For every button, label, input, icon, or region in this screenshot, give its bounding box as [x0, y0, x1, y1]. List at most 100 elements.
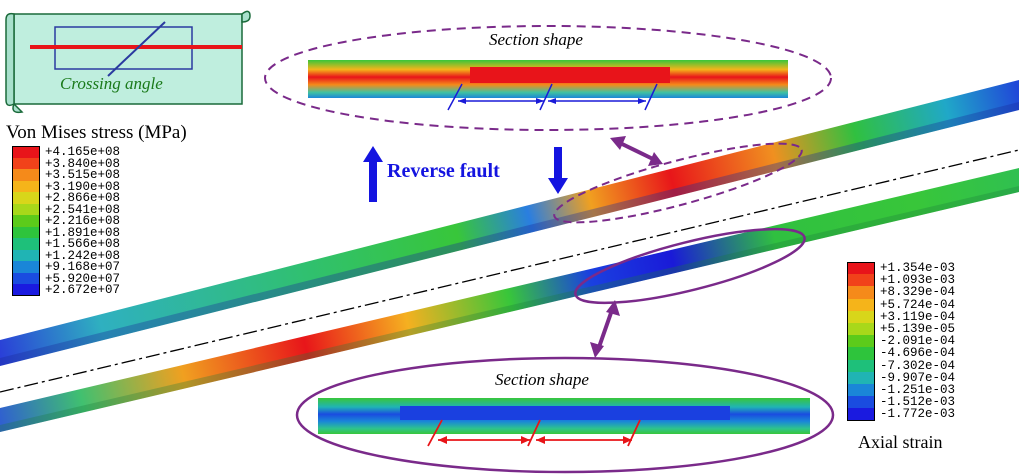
strain-legend-swatch [847, 359, 875, 372]
stress-legend-title: Von Mises stress (MPa) [6, 122, 187, 143]
fault-up-arrow-shaft [369, 160, 377, 202]
strain-legend-swatch [847, 408, 875, 421]
upper-connector-head [648, 152, 663, 166]
lower-connector-arrow [596, 309, 614, 351]
reverse-fault-label: Reverse fault [387, 160, 500, 182]
strain-legend-swatch [847, 396, 875, 409]
bottom-section-arrowhead [536, 436, 545, 444]
top-section-arrowhead [638, 98, 646, 104]
stress-legend-label: +1.566e+08 [45, 237, 121, 251]
bottom-section-title: Section shape [495, 370, 589, 389]
crossing-angle-inset [5, 10, 251, 114]
top-section-arrowhead [536, 98, 544, 104]
strain-legend-label: +3.119e-04 [880, 309, 956, 324]
scroll-right-roll [241, 10, 251, 23]
stress-legend-swatch [12, 284, 40, 296]
stress-legend-row: +5.920e+07 [12, 271, 121, 286]
lower-pipe-shade [0, 186, 1019, 432]
stress-legend-swatch [12, 261, 40, 273]
stress-legend-label: +3.515e+08 [45, 168, 121, 182]
strain-legend-row: +1.354e-03 [847, 262, 955, 274]
strain-legend-swatch [847, 335, 875, 348]
strain-legend-label: -1.251e-03 [880, 383, 956, 398]
strain-legend-row: +3.119e-04 [847, 311, 955, 323]
fault-up-arrow-head [363, 146, 383, 162]
scroll-bottom-curl [12, 103, 24, 114]
fault-down-arrow-head [548, 178, 568, 194]
top-section-arrowhead [458, 98, 466, 104]
strain-legend-row: -1.251e-03 [847, 384, 955, 396]
stress-legend-label: +5.920e+07 [45, 271, 121, 286]
stress-legend-label: +2.866e+08 [45, 191, 121, 205]
stress-legend-label: +2.216e+08 [45, 214, 121, 228]
stress-legend-swatch [12, 226, 40, 239]
strain-legend-row: +8.329e-04 [847, 285, 956, 300]
strain-legend-label: -7.302e-04 [880, 358, 956, 373]
fault-down-arrow-shaft [554, 147, 562, 181]
strain-legend-label: -4.696e-04 [880, 346, 956, 361]
strain-legend-label: -2.091e-04 [880, 334, 956, 349]
strain-legend-label: -1.512e-03 [880, 395, 956, 410]
stress-legend-row: +1.242e+08 [12, 249, 120, 262]
lower-connector-head [590, 342, 604, 358]
crossing-angle-label: Crossing angle [60, 74, 163, 93]
strain-legend-row: -9.907e-04 [847, 372, 955, 384]
stress-legend-row: +3.515e+08 [12, 169, 120, 181]
stress-legend-swatch [12, 169, 40, 181]
stress-legend-row: +3.840e+08 [12, 156, 121, 171]
upper-pipe-shade [0, 102, 1019, 366]
strain-legend-label: +1.354e-03 [880, 261, 956, 276]
strain-legend-swatch [847, 384, 875, 397]
stress-legend-swatch [12, 192, 40, 204]
strain-legend-label: -9.907e-04 [880, 370, 956, 385]
strain-legend-title: Axial strain [858, 432, 943, 452]
strain-legend-swatch [847, 298, 875, 311]
strain-legend-row: -1.772e-03 [847, 407, 956, 422]
lower-pipe [0, 168, 1019, 432]
stress-legend-swatch [12, 272, 40, 285]
bottom-section-arrowhead [438, 436, 447, 444]
stress-legend-label: +4.165e+08 [45, 145, 121, 159]
strain-legend-swatch [847, 262, 875, 275]
top-section-marker-2 [539, 83, 553, 111]
stress-legend-row: +2.866e+08 [12, 192, 120, 204]
bottom-section-marker-2 [527, 419, 541, 447]
bottom-section-marker-3 [627, 419, 641, 447]
stress-legend-label: +3.840e+08 [45, 156, 121, 171]
stress-legend: Von Mises stress (MPa) +4.165e+08+3.840e… [0, 0, 187, 296]
strain-legend-row: -7.302e-04 [847, 358, 956, 373]
strain-legend-swatch [847, 323, 875, 336]
top-section-core [470, 67, 670, 83]
top-section-marker-1 [447, 83, 463, 111]
strain-legend-label: -1.772e-03 [880, 407, 956, 422]
stress-legend-label: +3.190e+08 [45, 179, 121, 194]
upper-connector-head [610, 136, 626, 150]
strain-legend-row: -4.696e-04 [847, 346, 956, 361]
stress-legend-label: +2.672e+07 [45, 283, 121, 297]
strain-legend-label: +8.329e-04 [880, 285, 956, 300]
top-section-title: Section shape [489, 30, 583, 49]
strain-legend-row: -2.091e-04 [847, 334, 956, 349]
strain-legend-swatch [847, 347, 875, 360]
upper-pipe [0, 80, 1019, 366]
stress-legend-row: +2.216e+08 [12, 215, 120, 227]
stress-legend-label: +2.541e+08 [45, 202, 121, 217]
stress-legend-label: +9.168e+07 [45, 260, 121, 274]
stress-legend-row: +2.541e+08 [12, 202, 121, 217]
stress-legend-swatch [12, 146, 40, 158]
bottom-section-core [400, 406, 730, 420]
strain-legend-label: +1.093e-03 [880, 273, 956, 288]
stress-legend-swatch [12, 203, 40, 216]
strain-legend-swatch [847, 286, 875, 299]
stress-legend-swatch [12, 215, 40, 227]
lower-connector-head [606, 300, 620, 316]
strain-legend-swatch [847, 274, 875, 287]
strain-legend-swatch [847, 310, 875, 323]
stress-legend-row: +1.891e+08 [12, 226, 120, 239]
bottom-section-arrowhead [521, 436, 530, 444]
stress-legend-row: +4.165e+08 [12, 146, 120, 158]
strain-legend-row: -1.512e-03 [847, 395, 956, 410]
top-section-marker-3 [644, 83, 658, 111]
stress-legend-swatch [12, 238, 40, 250]
